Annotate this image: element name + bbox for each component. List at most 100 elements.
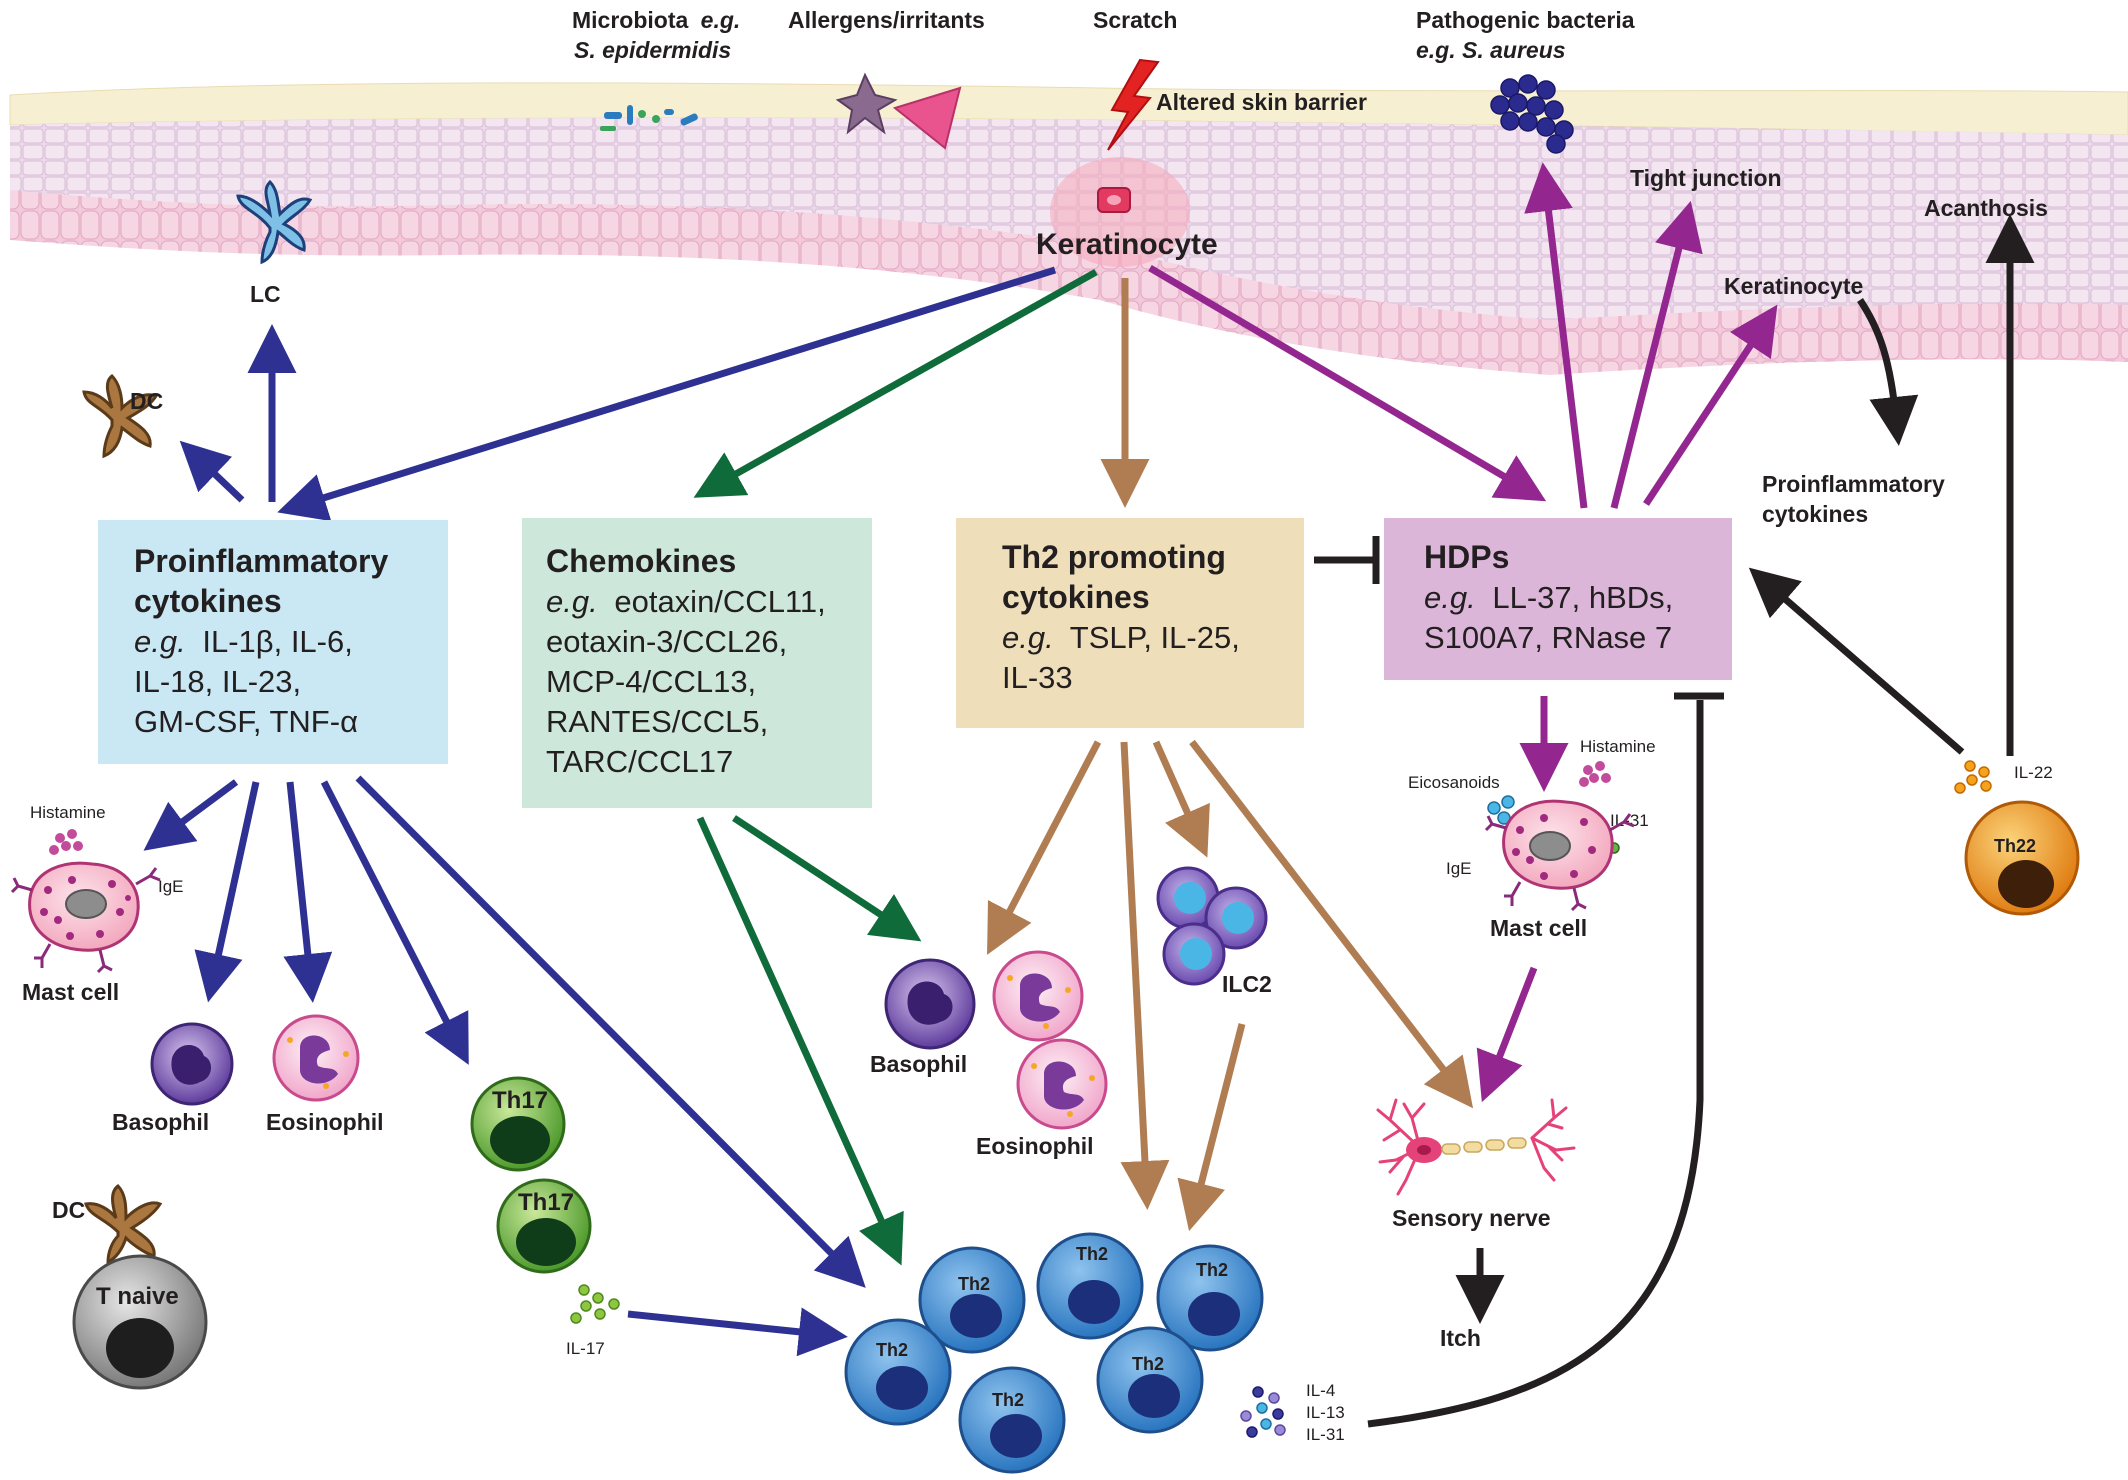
- label-sensory-nerve: Sensory nerve: [1392, 1205, 1551, 1231]
- arrow-th2box-to-nerve: [1189, 739, 1474, 1109]
- label-dc-top: DC: [130, 388, 163, 414]
- box-chemokines: Chemokines e.g. eotaxin/CCL11, eotaxin-3…: [522, 518, 872, 808]
- arrow-th2box-to-ilc2: [1152, 740, 1210, 858]
- dendritic-cell-bottom-icon: [84, 1184, 163, 1265]
- label-s-epidermidis: S. epidermidis: [574, 37, 731, 63]
- keratinocyte-icon: [1097, 187, 1131, 213]
- box-th2-promoting: Th2 promoting cytokines e.g. TSLP, IL-25…: [956, 518, 1304, 728]
- box-proinflammatory: Proinflammatory cytokines e.g. IL-1β, IL…: [98, 520, 448, 764]
- stratum-corneum: [9, 82, 2128, 136]
- label-altered-barrier: Altered skin barrier: [1156, 89, 1367, 115]
- arrow-keratinocyte-to-chemokines: [693, 268, 1098, 498]
- microbiota-icon: [600, 105, 698, 131]
- chemokines-title: Chemokines: [546, 543, 736, 579]
- ilc2-cells-icon: [1156, 866, 1268, 986]
- label-ilc2: ILC2: [1222, 971, 1272, 997]
- mast-cell-right-icon: [1484, 799, 1635, 912]
- proinflammatory-title-1: Proinflammatory: [134, 543, 388, 579]
- proinflammatory-title-2: cytokines: [134, 583, 282, 619]
- label-s-aureus: e.g. S. aureus: [1416, 37, 1566, 63]
- arrow-proinflammatory-to-th2: [355, 775, 866, 1288]
- th2-cell-4: [844, 1318, 952, 1426]
- label-th2-1: Th2: [958, 1274, 990, 1294]
- eosinophil-mid-b-icon: [1016, 1038, 1108, 1130]
- label-th2-2: Th2: [1076, 1244, 1108, 1264]
- basophil-left-icon: [150, 1022, 234, 1106]
- th2-title-1: Th2 promoting: [1002, 539, 1226, 575]
- th2-cell-3: [1156, 1244, 1264, 1352]
- basophil-mid-icon: [884, 958, 976, 1050]
- th2-cell-5: [958, 1366, 1066, 1474]
- chemokines-line-1: e.g. eotaxin/CCL11,: [546, 584, 826, 619]
- label-histamine-right: Histamine: [1580, 737, 1656, 756]
- label-il31-bottom: IL-31: [1306, 1425, 1345, 1444]
- label-th17-b: Th17: [518, 1189, 574, 1216]
- arrow-to-basophil-left: [194, 781, 260, 1003]
- label-il4: IL-4: [1306, 1381, 1335, 1400]
- label-scratch: Scratch: [1093, 7, 1177, 33]
- label-basophil-left: Basophil: [112, 1109, 209, 1135]
- label-mast-cell-right: Mast cell: [1490, 915, 1587, 941]
- label-histamine-left: Histamine: [30, 803, 106, 822]
- label-pathogenic-bacteria: Pathogenic bacteria: [1416, 7, 1635, 33]
- allergen-icon: [835, 72, 962, 150]
- th2-line-2: IL-33: [1002, 660, 1073, 695]
- box-hdps: HDPs e.g. LL-37, hBDs, S100A7, RNase 7: [1384, 518, 1732, 680]
- eosinophil-mid-a-icon: [992, 950, 1084, 1042]
- th2-cell-6: [1096, 1326, 1204, 1434]
- hdps-title: HDPs: [1424, 539, 1509, 575]
- th2-cell-1: [918, 1246, 1026, 1354]
- th2-line-1: e.g. TSLP, IL-25,: [1002, 620, 1240, 655]
- label-basophil-mid: Basophil: [870, 1051, 967, 1077]
- label-th17-a: Th17: [492, 1087, 548, 1114]
- label-dc-bottom: DC: [52, 1197, 85, 1223]
- th2-cell-2: [1036, 1232, 1144, 1340]
- th2-title-2: cytokines: [1002, 579, 1150, 615]
- th22-cell-icon: [1964, 800, 2080, 916]
- label-microbiota: Microbiota e.g.: [572, 7, 740, 33]
- mast-cell-left-icon: [10, 861, 161, 974]
- arrow-hdps-to-keratinocyte: [1643, 304, 1778, 506]
- eosinophil-left-icon: [272, 1014, 360, 1102]
- bacteria-cluster-icon: [1490, 74, 1574, 154]
- proinflammatory-line-1: e.g. IL-1β, IL-6,: [134, 624, 353, 659]
- sensory-nerve-icon: [1376, 1098, 1576, 1196]
- label-eicosanoids: Eicosanoids: [1408, 773, 1500, 792]
- label-keratinocyte-right: Keratinocyte: [1724, 273, 1863, 299]
- stimuli-labels: Microbiota e.g. S. epidermidis Allergens…: [572, 7, 1635, 115]
- arrow-keratinocyte-to-cytokines-right: [1857, 298, 1919, 446]
- arrow-to-dc: [179, 440, 245, 503]
- arrow-to-th17: [320, 780, 469, 1065]
- proinflammatory-line-3: GM-CSF, TNF-α: [134, 704, 358, 739]
- il17-dots: [570, 1284, 620, 1324]
- il4-il13-il31-dots: [1240, 1386, 1286, 1438]
- label-th22: Th22: [1994, 836, 2036, 856]
- arrow-hdps-to-tight-junction: [1610, 200, 1703, 509]
- label-itch: Itch: [1440, 1325, 1481, 1351]
- label-mast-cell-left: Mast cell: [22, 979, 119, 1005]
- label-lc: LC: [250, 281, 281, 307]
- skin-layers: [9, 82, 2128, 375]
- label-il22: IL-22: [2014, 763, 2053, 782]
- label-th2-3: Th2: [1196, 1260, 1228, 1280]
- arrow-keratinocyte-to-proinflammatory: [277, 266, 1057, 522]
- proinflammatory-line-2: IL-18, IL-23,: [134, 664, 301, 699]
- label-il17: IL-17: [566, 1339, 605, 1358]
- label-proinflammatory-right-2: cytokines: [1762, 501, 1868, 527]
- inhibit-il4-to-hdps: [1367, 700, 1704, 1428]
- label-th2-6: Th2: [1132, 1354, 1164, 1374]
- label-t-naive: T naive: [96, 1283, 179, 1310]
- histamine-dots-left: [49, 829, 83, 855]
- label-acanthosis: Acanthosis: [1924, 195, 2048, 221]
- hdps-line-1: e.g. LL-37, hBDs,: [1424, 580, 1673, 615]
- il22-dots: [1954, 760, 1992, 794]
- th17-cell-a-icon: [470, 1076, 566, 1172]
- arrows: [143, 162, 2035, 1428]
- label-il13: IL-13: [1306, 1403, 1345, 1422]
- hdps-line-2: S100A7, RNase 7: [1424, 620, 1672, 655]
- chemokines-line-4: RANTES/CCL5,: [546, 704, 768, 739]
- arrow-keratinocyte-to-hdps: [1148, 264, 1547, 502]
- langerhans-cell-icon: [236, 179, 313, 265]
- label-th2-5: Th2: [992, 1390, 1024, 1410]
